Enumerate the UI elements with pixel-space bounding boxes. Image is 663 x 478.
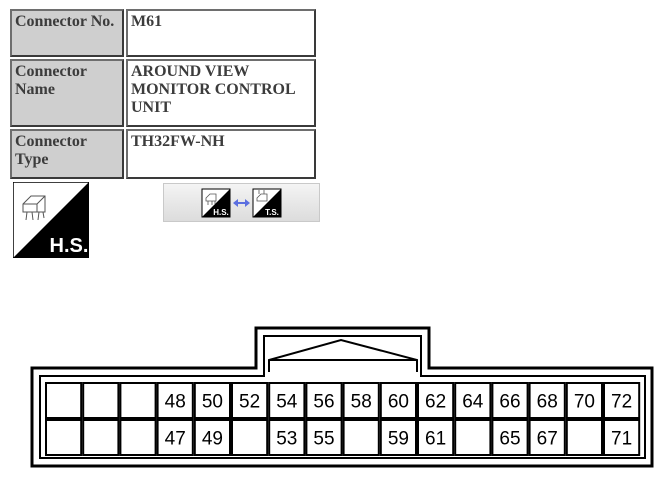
pin-cavity [268,382,306,419]
pin-cavity [454,419,492,456]
terminal-side-icon: T.S. [252,188,282,218]
pin-number-label: 53 [276,429,297,450]
connector-face-diagram: 48 50 52 54 56 58 60 62 64 66 68 70 72 47 49 53 55 59 61 65… [30,326,654,468]
pin-cavity [491,382,529,419]
view-toggle-button[interactable]: H.S. T.S. [163,183,320,222]
pin-number-label: 56 [313,392,334,413]
pin-cavity [454,382,492,419]
pin-number-label: 71 [611,429,632,450]
pin-cavity [305,382,343,419]
pin-cavity [379,419,417,456]
pin-number-label: 59 [388,429,409,450]
pin-number-label: 72 [611,392,632,413]
pin-cavity [603,382,641,419]
pin-cavity [231,382,269,419]
pin-cavity [565,382,603,419]
pin-cavity [82,419,120,456]
pin-number-label: 61 [425,429,446,450]
swap-arrow-icon [233,199,250,207]
pin-cavity [156,419,194,456]
pin-number-label: 54 [276,392,298,413]
connector-name-value: AROUND VIEW MONITOR CONTROL UNIT [126,59,316,127]
pin-number-label: 49 [202,429,223,450]
harness-side-badge: H.S. [12,181,90,259]
connector-info-table: Connector No. M61 Connector Name AROUND … [8,7,318,181]
toggle-hs-label: H.S. [213,208,229,217]
connector-type-value: TH32FW-NH [126,129,316,179]
pin-cavity [193,382,232,419]
connector-no-value: M61 [126,9,316,57]
pin-cavity [268,419,306,456]
pin-cavity [603,419,641,456]
pin-number-label: 50 [202,392,223,413]
connector-type-row: Connector Type TH32FW-NH [10,129,316,179]
connector-name-label: Connector Name [10,59,124,127]
pin-number-label: 64 [462,392,484,413]
toggle-ts-label: T.S. [265,208,279,217]
pin-number-label: 68 [537,392,558,413]
pin-cavity [45,382,83,419]
pin-cavity [156,382,194,419]
connector-type-label: Connector Type [10,129,124,179]
pin-cavity [119,382,157,419]
pin-cavity [305,419,343,456]
connector-outline [30,326,654,468]
hs-badge-label: H.S. [50,235,89,257]
pin-cavity [193,419,232,456]
connector-name-row: Connector Name AROUND VIEW MONITOR CONTR… [10,59,316,127]
harness-side-icon: H.S. [201,188,231,218]
pin-number-label: 47 [165,429,186,450]
pin-cavity [417,419,455,456]
pin-cavity [565,419,603,456]
connector-no-row: Connector No. M61 [10,9,316,57]
pin-cavity [82,382,120,419]
pin-cavity [342,419,380,456]
pin-number-label: 58 [351,392,372,413]
pin-cavity [528,382,566,419]
pin-number-label: 65 [499,429,520,450]
pin-number-label: 70 [574,392,595,413]
pin-number-label: 60 [388,392,409,413]
pin-cavity [528,419,566,456]
pin-number-label: 66 [499,392,520,413]
pin-number-label: 55 [313,429,334,450]
pin-number-label: 62 [425,392,446,413]
pin-number-label: 67 [537,429,558,450]
pin-number-label: 52 [239,392,260,413]
pin-cavity [45,419,83,456]
harness-side-connector-icon: H.S. [12,181,90,259]
pin-cavity [119,419,157,456]
pin-cavity [491,419,529,456]
pin-cavity [231,419,269,456]
pin-number-label: 48 [165,392,186,413]
pin-cavity [379,382,417,419]
pin-cells: 48 50 52 54 56 58 60 62 64 66 68 70 72 47 49 53 55 59 61 65… [45,382,641,456]
pin-cavity [342,382,380,419]
pin-cavity [417,382,455,419]
connector-no-label: Connector No. [10,9,124,57]
